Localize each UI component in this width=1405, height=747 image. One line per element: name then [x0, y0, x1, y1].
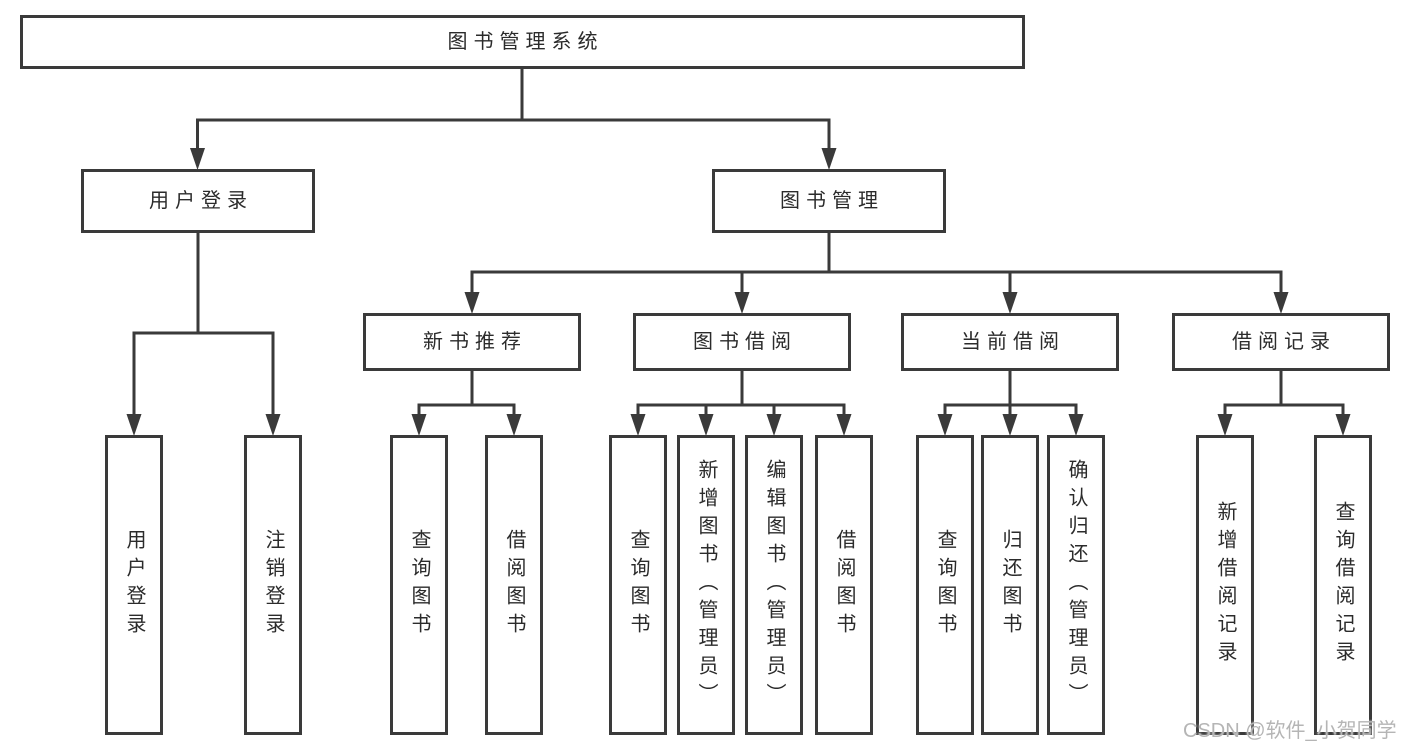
node-label: 查询图书: [627, 529, 649, 641]
leaf-add-book-admin: 新增图书（管理员）: [677, 435, 735, 735]
node-label: 图书管理: [780, 190, 884, 212]
node-book-management: 图书管理: [712, 169, 946, 233]
node-new-book-recommendation: 新书推荐: [363, 313, 581, 371]
node-label: 用户登录: [123, 529, 145, 641]
node-current-borrowing: 当前借阅: [901, 313, 1119, 371]
node-label: 查询图书: [934, 529, 956, 641]
node-label: 新书推荐: [423, 331, 527, 353]
leaf-query-borrow-record: 查询借阅记录: [1314, 435, 1372, 735]
node-label: 查询借阅记录: [1332, 501, 1354, 669]
node-label: 查询图书: [408, 529, 430, 641]
leaf-query-books-borrowing: 查询图书: [609, 435, 667, 735]
node-label: 图书管理系统: [447, 31, 604, 53]
node-label: 借阅记录: [1232, 331, 1336, 353]
node-label: 用户登录: [149, 190, 253, 212]
leaf-query-books-recommend: 查询图书: [390, 435, 448, 735]
node-borrowing-records: 借阅记录: [1172, 313, 1390, 371]
csdn-watermark: CSDN @软件_小贺同学: [1183, 720, 1397, 742]
node-label: 图书借阅: [693, 331, 797, 353]
node-book-borrowing: 图书借阅: [633, 313, 851, 371]
node-label: 借阅图书: [833, 529, 855, 641]
node-label: 注销登录: [262, 529, 284, 641]
leaf-borrow-books-borrowing: 借阅图书: [815, 435, 873, 735]
leaf-query-books-current: 查询图书: [916, 435, 974, 735]
node-label: 借阅图书: [503, 529, 525, 641]
node-label: 新增借阅记录: [1214, 501, 1236, 669]
node-label: 归还图书: [999, 529, 1021, 641]
node-label: 当前借阅: [961, 331, 1065, 353]
node-label: 确认归还（管理员）: [1065, 459, 1087, 711]
leaf-edit-book-admin: 编辑图书（管理员）: [745, 435, 803, 735]
node-root-system: 图书管理系统: [20, 15, 1025, 69]
leaf-confirm-return-admin: 确认归还（管理员）: [1047, 435, 1105, 735]
leaf-logout: 注销登录: [244, 435, 302, 735]
node-user-login: 用户登录: [81, 169, 315, 233]
leaf-return-book: 归还图书: [981, 435, 1039, 735]
leaf-add-borrow-record: 新增借阅记录: [1196, 435, 1254, 735]
leaf-borrow-books-recommend: 借阅图书: [485, 435, 543, 735]
node-label: 新增图书（管理员）: [695, 459, 717, 711]
leaf-user-login: 用户登录: [105, 435, 163, 735]
node-label: 编辑图书（管理员）: [763, 459, 785, 711]
